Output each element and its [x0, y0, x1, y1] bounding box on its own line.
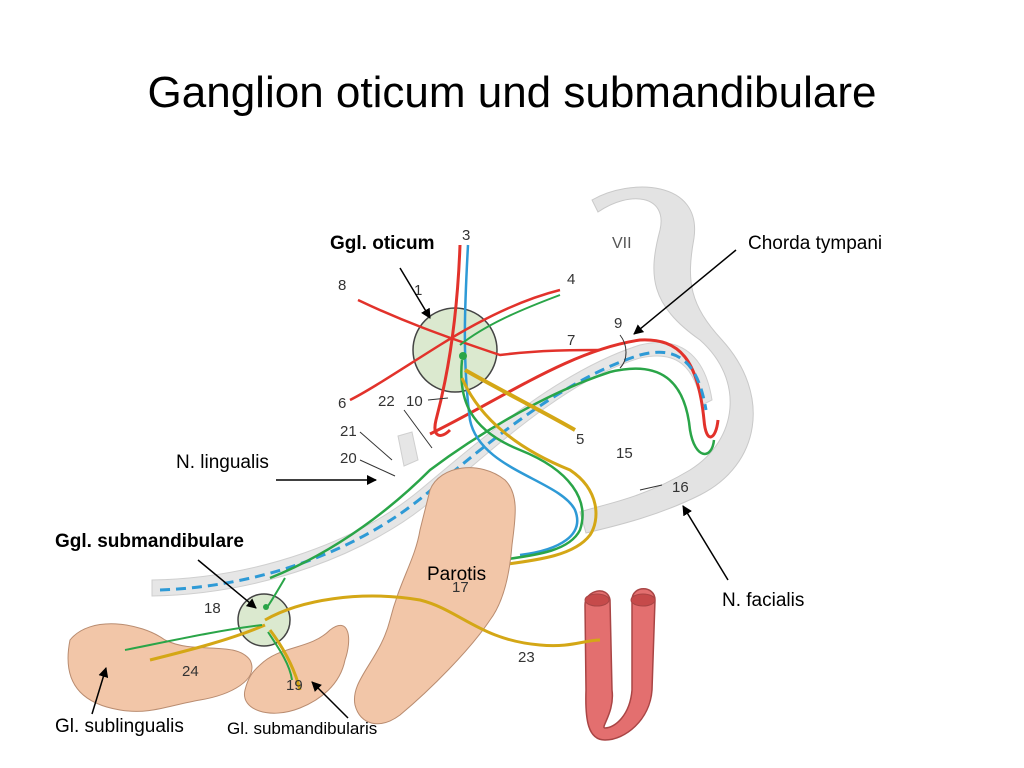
otic-red-fiber-c — [349, 288, 561, 402]
carotid-artery — [584, 588, 656, 741]
callout-line-20 — [359, 459, 396, 477]
sympathetic-fiber-submandibular — [268, 629, 302, 691]
callout-line-22 — [403, 409, 433, 449]
arrow-ggl-oticum — [399, 267, 431, 319]
submandibular-ganglion — [237, 593, 291, 647]
otic-green-fiber — [460, 359, 584, 562]
callout-line-16 — [639, 484, 663, 491]
lingual-motor-fiber — [269, 367, 716, 580]
label-n-facialis: N. facialis — [722, 590, 805, 611]
num-3: 3 — [462, 227, 470, 244]
callout-line-21 — [359, 431, 393, 461]
arrow-gl-submandibularis — [311, 681, 349, 719]
num-24: 24 — [182, 663, 199, 680]
num-23: 23 — [518, 649, 535, 666]
secretory-fiber-submandibular — [267, 631, 293, 681]
arrow-n-facialis — [682, 505, 729, 581]
num-9: 9 — [614, 315, 622, 332]
num-10: 10 — [406, 393, 423, 410]
artery-lumen-left — [584, 593, 610, 607]
otic-yellow-fiber-b — [460, 377, 598, 567]
otic-green-fiber-b — [459, 294, 561, 346]
num-1: 1 — [414, 282, 422, 299]
num-19: 19 — [286, 677, 303, 694]
num-20: 20 — [340, 450, 357, 467]
num-4: 4 — [567, 271, 575, 288]
lingual-to-ganglion-fiber — [267, 577, 286, 607]
num-5: 5 — [576, 431, 584, 448]
slide-title: Ganglion oticum und submandibulare — [147, 68, 877, 117]
label-parotis: Parotis — [427, 564, 487, 585]
sympathetic-fiber-23 — [264, 594, 601, 648]
parotid-gland — [353, 467, 516, 725]
lingual-nerve-stub — [397, 431, 419, 467]
num-17: 17 — [452, 579, 469, 596]
num-18: 18 — [204, 600, 221, 617]
arrow-chorda-tympani — [633, 249, 737, 335]
arrow-gl-sublingualis — [91, 667, 109, 715]
lingual-sensory-fiber — [159, 350, 708, 592]
otic-yellow-fiber — [464, 368, 576, 432]
num-22: 22 — [378, 393, 395, 410]
num-16: 16 — [672, 479, 689, 496]
num-7: 7 — [567, 332, 575, 349]
label-gl-sublingualis: Gl. sublingualis — [55, 716, 184, 737]
otic-red-fiber-a — [433, 244, 462, 437]
label-ggl-oticum: Ggl. oticum — [330, 233, 435, 254]
chorda-loop-mark — [619, 334, 627, 369]
label-gl-submandibularis: Gl. submandibularis — [227, 719, 378, 738]
callout-line-10 — [427, 397, 449, 401]
sublingual-gland — [67, 623, 253, 712]
nerve-vii-label: VII — [612, 235, 632, 252]
otic-ganglion-cell — [459, 352, 467, 360]
num-15: 15 — [616, 445, 633, 462]
label-ggl-submandibulare: Ggl. submandibulare — [55, 531, 244, 552]
num-21: 21 — [340, 423, 357, 440]
secretory-fiber-sublingual — [124, 624, 263, 651]
artery-lumen-right — [630, 593, 656, 607]
num-6: 6 — [338, 395, 346, 412]
submandibular-gland — [244, 624, 350, 714]
otic-blue-fiber — [463, 244, 579, 557]
num-8: 8 — [338, 277, 346, 294]
label-n-lingualis: N. lingualis — [176, 452, 269, 473]
sympathetic-fiber-sublingual — [149, 623, 266, 662]
label-chorda-tympani: Chorda tympani — [748, 233, 883, 254]
arrow-ggl-submandibulare — [197, 559, 257, 609]
otic-red-fiber-b — [357, 298, 601, 357]
